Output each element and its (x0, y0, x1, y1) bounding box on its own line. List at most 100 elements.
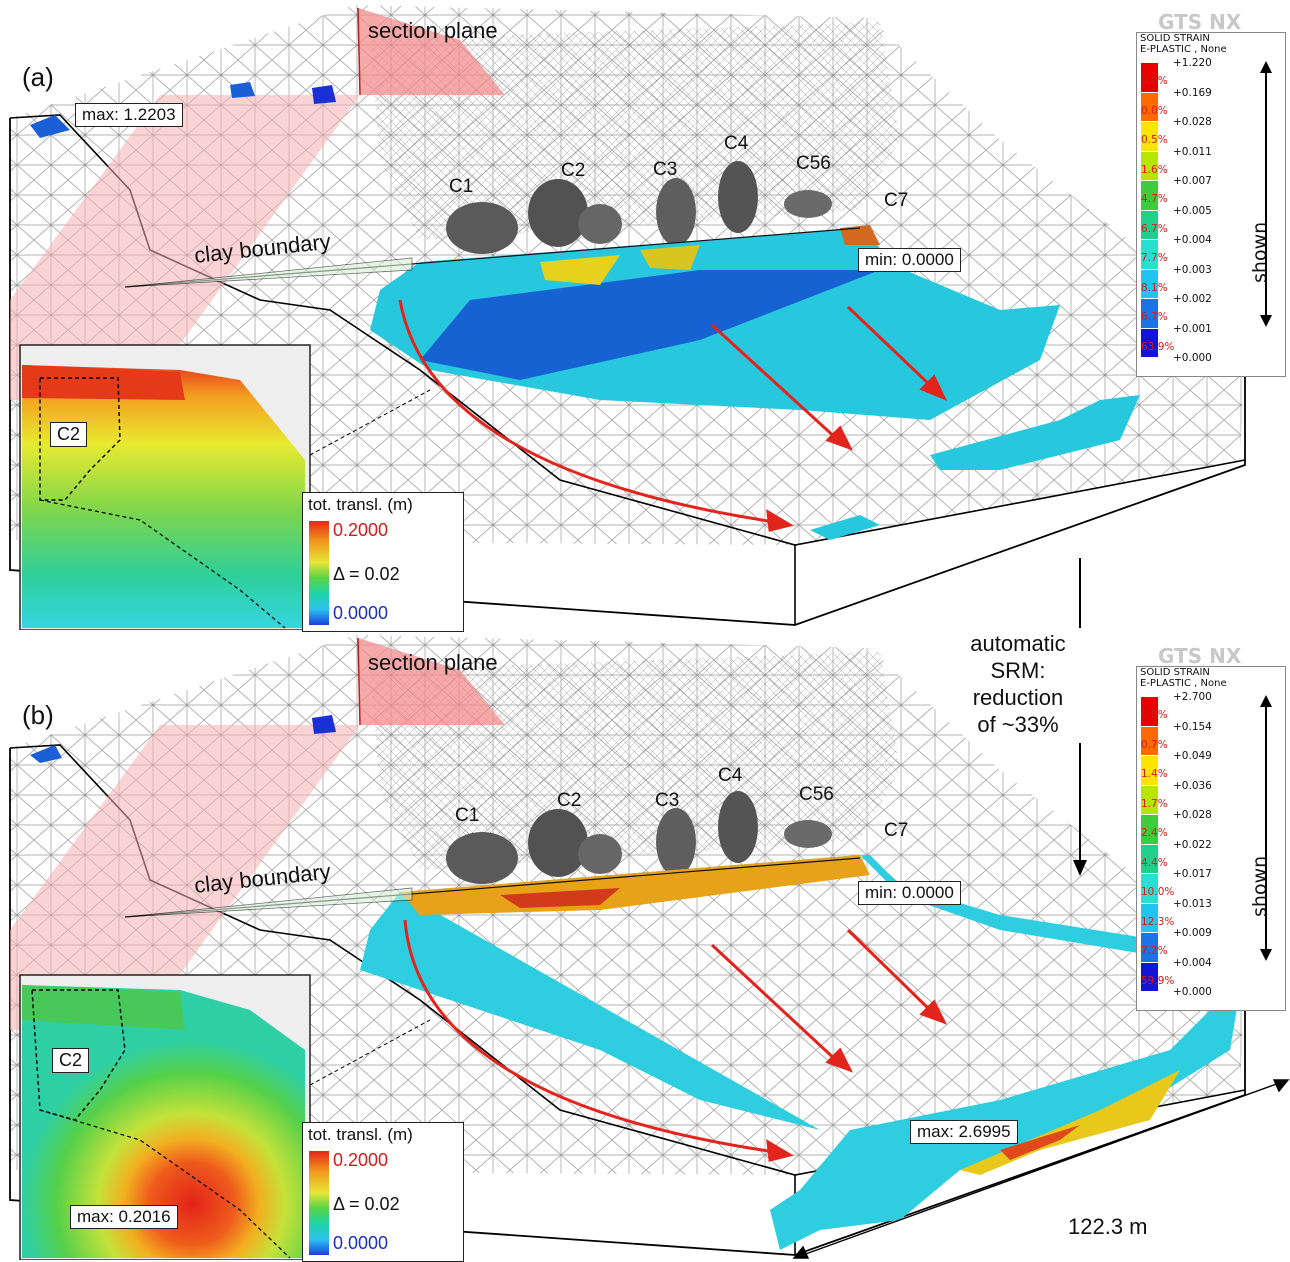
section-plane-body (10, 95, 360, 400)
legend-percent: 4.4% (1141, 856, 1168, 869)
legend-band (1141, 933, 1158, 962)
strain-legend-title: SOLID STRAIN (1140, 667, 1210, 678)
section-plane-label: section plane (368, 650, 498, 675)
legend-band (1141, 903, 1158, 932)
model-scene-b (9, 635, 1290, 1260)
srm-line: of ~33% (977, 712, 1059, 737)
section-plane-label: section plane (368, 18, 498, 43)
legend-percent: 0.7% (1141, 738, 1168, 751)
legend-tick: +0.005 (1173, 204, 1212, 217)
translation-max: 0.2000 (333, 1150, 389, 1170)
legend-band (1141, 122, 1158, 151)
panel-b: (b) section plane C1 C2 C3 C4 C56 C7 cla… (0, 630, 1290, 1262)
model-scene-a (9, 5, 1246, 630)
legend-percent: 1.7% (1141, 797, 1168, 810)
rock-label-c56: C56 (799, 784, 834, 805)
legend-tick: +0.002 (1173, 293, 1212, 305)
legend-tick: +0.028 (1173, 809, 1212, 821)
min-callout: min: 0.0000 (858, 248, 961, 272)
section-plane-top (358, 8, 505, 95)
translation-legend: tot. transl. (m) 0.2000 Δ = 0.02 0.0000 (302, 492, 464, 632)
legend-tick: +0.049 (1173, 750, 1212, 762)
legend-tick: +0.009 (1173, 927, 1212, 939)
rock-label-c3: C3 (655, 790, 680, 811)
legend-band (1141, 844, 1158, 873)
legend-tick: +0.028 (1173, 116, 1212, 128)
legend-band (1141, 210, 1158, 239)
max-callout: max: 2.6995 (910, 1120, 1018, 1144)
legend-tick: +0.003 (1173, 263, 1212, 276)
legend-percent: 1.6% (1141, 163, 1168, 176)
inset-surface (22, 985, 305, 1258)
legend-percent: 7.7% (1141, 252, 1168, 264)
legend-percent: 8.1% (1141, 281, 1168, 294)
legend-tick: +0.007 (1173, 175, 1212, 187)
legend-percent: 0.0% (1141, 709, 1168, 721)
gts-logo: GTS NX (1158, 644, 1242, 668)
legend-band (1141, 697, 1158, 726)
translation-color-bar (309, 521, 329, 625)
rock-c56 (784, 820, 832, 848)
legend-tick: +0.036 (1173, 779, 1212, 792)
legend-tick: +0.169 (1173, 86, 1212, 99)
legend-percent: 6.7% (1141, 222, 1168, 235)
legend-band (1141, 63, 1158, 92)
srm-line: automatic (970, 631, 1066, 656)
slope-profile-line (9, 114, 1246, 546)
legend-percent: 63.9% (1141, 340, 1175, 353)
panel-letter: (a) (22, 62, 54, 92)
panel-a: (a) section plane max: 1.2203 C1 C2 C3 C… (0, 0, 1290, 632)
rock-c56 (784, 190, 832, 218)
rock-label-c7: C7 (884, 820, 909, 841)
legend-tick: +0.004 (1173, 234, 1212, 246)
translation-max: 0.2000 (333, 520, 389, 540)
translation-step: Δ = 0.02 (333, 1194, 400, 1214)
legend-percent: 2.4% (1141, 827, 1168, 839)
legend-percent: 59.9% (1141, 974, 1175, 987)
scale-label: 122.3 m (1068, 1214, 1148, 1239)
translation-color-bar (309, 1151, 329, 1255)
strain-patch (30, 745, 62, 763)
strain-legend-subtitle: E-PLASTIC , None (1140, 44, 1227, 55)
legend-tick: +0.001 (1173, 322, 1212, 335)
strain-legend-subtitle: E-PLASTIC , None (1140, 678, 1227, 689)
rock-label-c1: C1 (455, 805, 480, 826)
rock-label-c4: C4 (718, 765, 743, 786)
translation-legend: tot. transl. (m) 0.2000 Δ = 0.02 0.0000 (302, 1122, 464, 1262)
translation-min: 0.0000 (333, 1233, 389, 1253)
legend-band (1141, 815, 1158, 844)
srm-line: reduction (972, 685, 1064, 710)
legend-band (1141, 328, 1158, 357)
max-callout: max: 1.2203 (75, 103, 183, 127)
inset-rock-label: C2 (50, 422, 88, 447)
legend-tick: +2.700 (1173, 691, 1212, 703)
legend-band (1141, 756, 1158, 785)
legend-band (1141, 874, 1158, 903)
legend-percent: 1.4% (1141, 768, 1168, 780)
legend-percent: 6.7% (1141, 311, 1168, 323)
rock-wall-fine-mesh (370, 652, 900, 870)
legend-tick: +0.011 (1173, 145, 1212, 158)
legend-band (1141, 240, 1158, 269)
translation-step: Δ = 0.02 (333, 564, 400, 584)
legend-tick: +0.022 (1173, 838, 1212, 851)
scale-dimension (792, 1079, 1290, 1259)
rock-c1 (446, 832, 518, 884)
legend-band (1141, 299, 1158, 328)
shown-range-arrow (1260, 695, 1272, 961)
legend-tick: +0.000 (1173, 352, 1212, 364)
section-plane-body (10, 725, 360, 1030)
legend-tick: +0.000 (1173, 986, 1212, 998)
legend-band (1141, 151, 1158, 180)
rock-c4 (718, 791, 758, 863)
legend-percent: 0.0% (1141, 75, 1168, 87)
rock-wall-fine-mesh (370, 22, 900, 240)
legend-band (1141, 962, 1158, 991)
legend-tick: +0.004 (1173, 956, 1212, 969)
legend-tick: +0.154 (1173, 720, 1212, 733)
rock-c2 (528, 179, 588, 247)
rock-label-c4: C4 (724, 133, 749, 154)
gts-logo: GTS NX (1158, 10, 1242, 34)
rock-c3 (656, 808, 696, 876)
rock-label-c3: C3 (653, 159, 678, 180)
